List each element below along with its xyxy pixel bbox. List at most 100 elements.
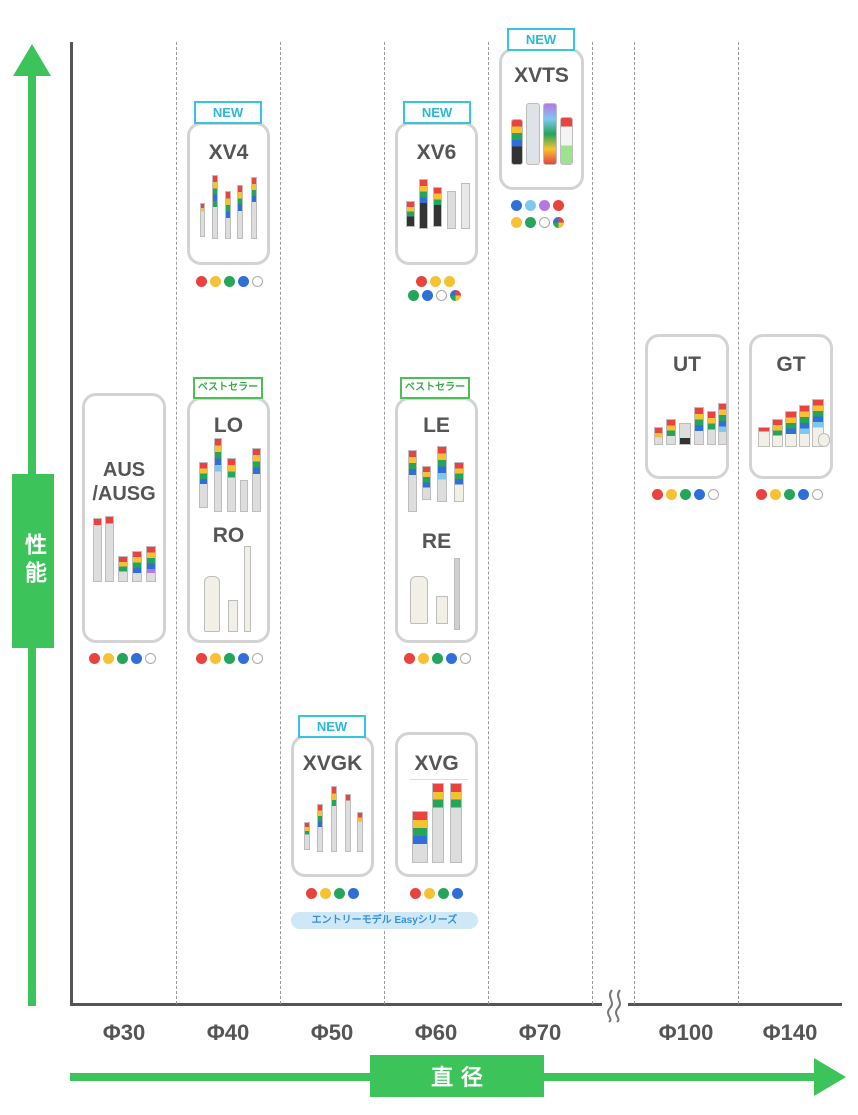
color-dot xyxy=(525,200,536,211)
color-dot xyxy=(708,489,719,500)
color-dots xyxy=(511,217,564,228)
color-dot xyxy=(408,290,419,301)
tower-image xyxy=(199,462,208,508)
color-dot xyxy=(430,276,441,287)
color-dots xyxy=(408,290,461,301)
product-card-xv6[interactable]: XV6 xyxy=(395,122,478,265)
color-dot xyxy=(252,276,263,287)
color-dot xyxy=(452,888,463,899)
color-dot xyxy=(224,653,235,664)
x-tick-label: Φ50 xyxy=(310,1020,354,1045)
tower-image xyxy=(237,185,243,239)
product-card-le-re[interactable]: LE RE xyxy=(395,397,478,643)
tower-image xyxy=(560,117,573,165)
tower-image xyxy=(543,103,557,165)
grid-line xyxy=(280,42,281,1004)
tower-image xyxy=(454,462,464,502)
product-card-xv4[interactable]: XV4 xyxy=(187,122,270,265)
color-dot xyxy=(432,653,443,664)
color-dot xyxy=(446,653,457,664)
divider xyxy=(410,779,468,780)
product-card-lo-ro[interactable]: LO RO xyxy=(187,397,270,643)
color-dots xyxy=(306,888,359,899)
tower-image xyxy=(454,558,460,630)
tower-image xyxy=(227,458,236,512)
tower-image xyxy=(357,812,363,852)
color-dot xyxy=(553,200,564,211)
tower-image xyxy=(118,556,128,582)
tower-image xyxy=(432,783,444,863)
tower-image xyxy=(436,596,448,624)
x-tick-label: Φ70 xyxy=(518,1020,562,1045)
color-dots xyxy=(404,653,471,664)
color-dot xyxy=(410,888,421,899)
color-dot xyxy=(89,653,100,664)
product-title: LO xyxy=(213,414,244,437)
x-tick-label: Φ140 xyxy=(762,1020,818,1045)
tower-image xyxy=(146,546,156,582)
product-card-xvts[interactable]: XVTS xyxy=(499,48,584,190)
product-card-ut[interactable]: UT xyxy=(645,334,729,479)
color-dot xyxy=(460,653,471,664)
product-card-gt[interactable]: GT xyxy=(749,334,833,479)
color-dots xyxy=(511,200,564,211)
color-dot xyxy=(770,489,781,500)
color-dot xyxy=(145,653,156,664)
tower-image xyxy=(93,518,102,582)
color-dots xyxy=(652,489,719,500)
product-title: RO xyxy=(212,524,245,547)
tower-image xyxy=(132,551,142,582)
color-dot xyxy=(539,217,550,228)
color-dots xyxy=(89,653,156,664)
product-title: UT xyxy=(673,353,701,376)
product-title: GT xyxy=(776,353,806,376)
color-dot xyxy=(196,276,207,287)
new-badge: NEW xyxy=(194,101,262,124)
tower-image xyxy=(818,433,830,447)
color-dot xyxy=(424,888,435,899)
tower-image xyxy=(204,576,220,632)
color-dot xyxy=(525,217,536,228)
entry-series-label: エントリーモデル Easyシリーズ xyxy=(291,912,478,929)
product-title: XVG xyxy=(414,752,459,775)
tower-image xyxy=(317,804,323,852)
color-dot xyxy=(320,888,331,899)
color-dot xyxy=(348,888,359,899)
color-dots xyxy=(196,653,263,664)
color-dot xyxy=(252,653,263,664)
tower-image xyxy=(666,419,676,445)
tower-image xyxy=(406,201,415,227)
tower-image xyxy=(200,203,205,237)
tower-image xyxy=(422,466,431,500)
product-title: XV4 xyxy=(208,141,249,164)
bestseller-badge: ベストセラー xyxy=(400,377,470,399)
product-card-xvgk[interactable]: XVGK xyxy=(291,735,374,877)
tower-image xyxy=(437,446,447,502)
color-dot xyxy=(539,200,550,211)
tower-image xyxy=(450,783,462,863)
tower-image xyxy=(240,480,248,512)
color-dot xyxy=(117,653,128,664)
product-card-aus[interactable]: AUS /AUSG xyxy=(82,393,166,643)
tower-image xyxy=(244,546,251,632)
new-badge: NEW xyxy=(298,715,366,738)
tower-image xyxy=(511,119,523,165)
tower-image xyxy=(345,794,351,852)
color-dot xyxy=(436,290,447,301)
product-card-xvg[interactable]: XVG xyxy=(395,732,478,877)
x-tick-label: Φ40 xyxy=(206,1020,250,1045)
tower-image xyxy=(758,427,770,447)
color-dot xyxy=(306,888,317,899)
color-dot xyxy=(756,489,767,500)
x-axis-label: 直 径 xyxy=(431,1066,483,1091)
new-badge: NEW xyxy=(403,101,471,124)
color-dot xyxy=(812,489,823,500)
x-tick-label: Φ30 xyxy=(102,1020,146,1045)
tower-image xyxy=(225,191,231,239)
axis-break-icon xyxy=(603,988,629,1024)
x-tick-label: Φ60 xyxy=(414,1020,458,1045)
tower-image xyxy=(412,811,428,863)
grid-line xyxy=(592,42,593,1004)
color-dot xyxy=(131,653,142,664)
x-axis-label-box: 直 径 xyxy=(370,1055,544,1097)
